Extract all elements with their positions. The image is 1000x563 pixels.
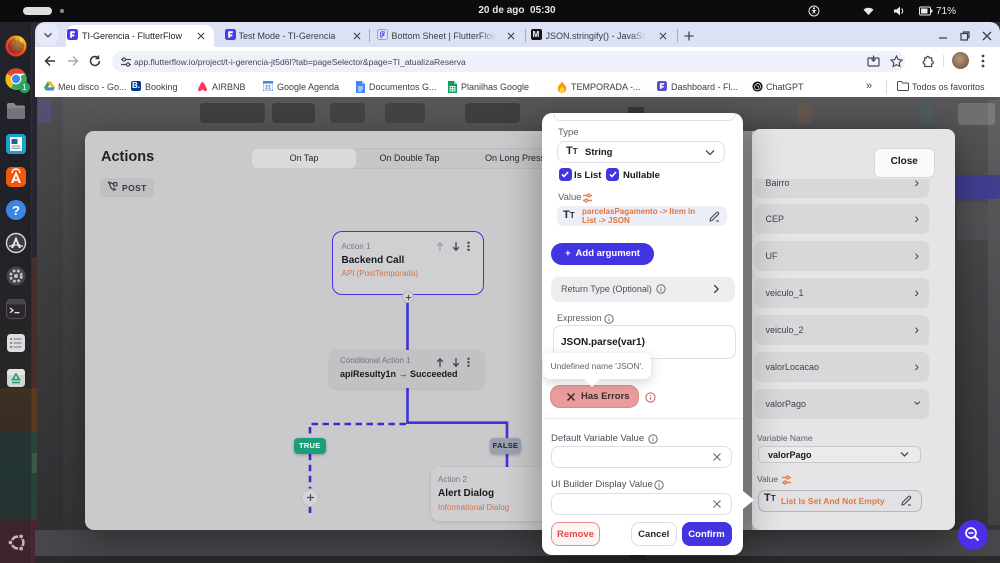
svg-text:?: ? — [12, 203, 20, 218]
svg-text:31: 31 — [265, 85, 272, 91]
